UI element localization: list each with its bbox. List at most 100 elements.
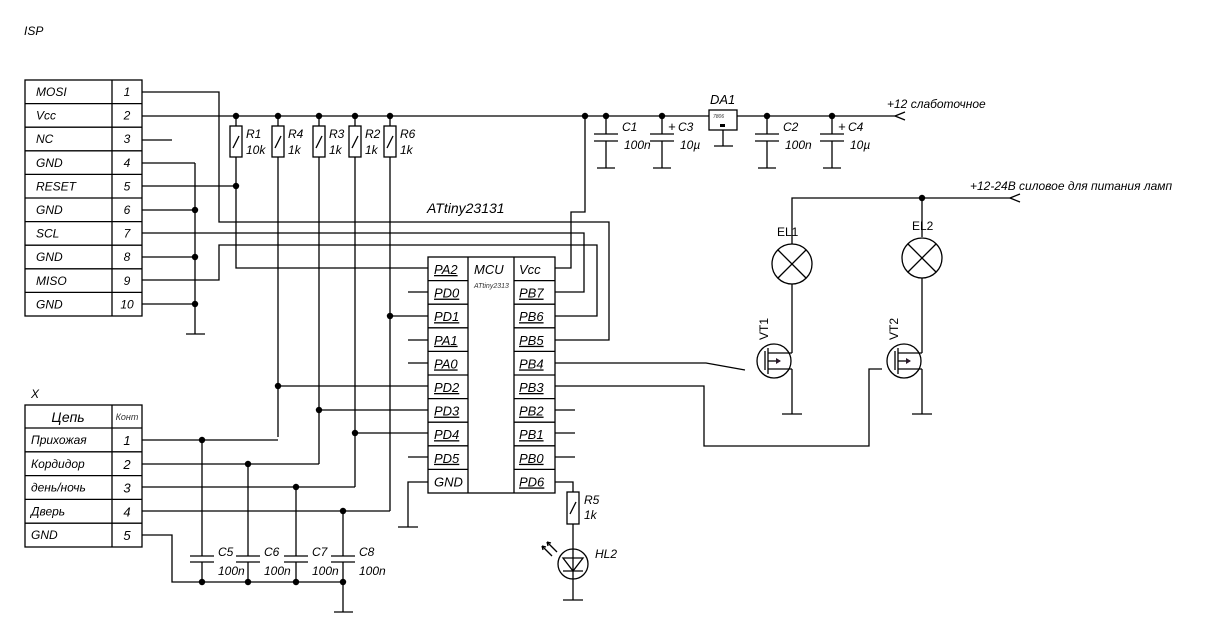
mcu-vcc-wire <box>555 116 586 269</box>
lamp-ref: EL1 <box>777 225 799 239</box>
mcu-pin-left: PD5 <box>434 451 460 466</box>
capacitor-value: 100n <box>218 564 245 578</box>
mcu-pin-right: PB5 <box>519 333 544 348</box>
junction-dot <box>232 112 240 120</box>
mcu-gnd-wire <box>407 481 428 527</box>
mcu-pin-right: PB0 <box>519 451 544 466</box>
capacitor-value: 100n <box>359 564 386 578</box>
lamp-el1: EL1 <box>771 225 813 285</box>
mcu-pin-left: PD4 <box>434 427 459 442</box>
capacitor-value: 100n <box>264 564 291 578</box>
isp-signal-name: GND <box>36 297 63 311</box>
regulator-da1: DA1 7806 <box>708 92 738 147</box>
x-header-contact: Конт <box>116 412 139 422</box>
polarity-plus-icon: + <box>838 119 846 134</box>
resistor-ref: R1 <box>246 127 261 141</box>
r5-value: 1k <box>584 508 598 522</box>
mcu-pin-left: PA0 <box>434 356 458 371</box>
lamp-el2: EL2 <box>901 219 943 279</box>
capacitor-ref: C3 <box>678 120 694 134</box>
mcu-pin-left: PA2 <box>434 262 458 277</box>
x-circuit-name: Прихожая <box>31 433 87 447</box>
junction-dot <box>339 507 347 515</box>
x-contact-number: 3 <box>123 481 131 496</box>
resistor-ref: R6 <box>400 127 416 141</box>
junction-dot <box>386 312 394 320</box>
isp-pin-number: 2 <box>123 109 131 123</box>
capacitor-value: 10µ <box>850 138 870 152</box>
mcu-pin-left: PA1 <box>434 333 458 348</box>
transistor-ref: VT1 <box>757 318 771 340</box>
da1-ref: DA1 <box>710 92 735 107</box>
junction-dot <box>918 194 926 202</box>
capacitor-value: 100n <box>312 564 339 578</box>
junction-dot <box>339 578 347 586</box>
junction-dot <box>315 112 323 120</box>
capacitor-c6: C6 100n <box>236 545 291 578</box>
capacitor-ref: C1 <box>622 120 637 134</box>
isp-pin-number: 10 <box>120 297 134 311</box>
junction-dot <box>763 112 771 120</box>
isp-signal-name: RESET <box>36 179 78 193</box>
resistor-value: 10k <box>246 143 266 157</box>
junction-dot <box>244 578 252 586</box>
junction-dot <box>386 112 394 120</box>
junction-dot <box>315 406 323 414</box>
junction-dot <box>602 112 610 120</box>
isp-pin-number: 4 <box>124 156 131 170</box>
junction-dot <box>191 253 199 261</box>
isp-pin-number: 6 <box>124 203 131 217</box>
capacitor-value: 100n <box>624 138 651 152</box>
x-contact-number: 2 <box>122 457 131 472</box>
da1-part: 7806 <box>713 114 724 120</box>
x-circuit-name: Кордидор <box>31 457 85 471</box>
junction-dot <box>658 112 666 120</box>
capacitor-ref: C6 <box>264 545 280 559</box>
resistor-ref: R3 <box>329 127 345 141</box>
x-header-circuit: Цепь <box>51 409 84 425</box>
mcu-pin-left: GND <box>434 474 463 489</box>
isp-signal-name: GND <box>36 250 63 264</box>
mcu-pin-left: PD1 <box>434 309 459 324</box>
pd6-wire <box>555 481 574 492</box>
isp-pin-number: 5 <box>124 179 131 193</box>
mcu-pin-right: PB1 <box>519 427 544 442</box>
mosfet-vt2: VT2 <box>886 318 922 379</box>
mosi-wire <box>142 91 610 341</box>
junction-dot <box>351 429 359 437</box>
x-circuit-name: GND <box>31 528 58 542</box>
polarity-plus-icon: + <box>668 119 676 134</box>
x-contact-number: 1 <box>123 433 130 448</box>
isp-signal-name: GND <box>36 156 63 170</box>
junction-dot <box>274 382 282 390</box>
mcu-part: ATtiny2313 <box>473 283 509 290</box>
isp-signal-name: NC <box>36 132 54 146</box>
isp-signal-name: MISO <box>36 274 67 288</box>
junction-dot <box>198 578 206 586</box>
light-arrow-icon <box>541 545 553 557</box>
resistor-value: 1k <box>329 143 343 157</box>
junction-dot <box>244 460 252 468</box>
resistor-ref: R4 <box>288 127 304 141</box>
mcu-pin-right: PB6 <box>519 309 544 324</box>
wires <box>142 91 1021 613</box>
x-contact-number: 5 <box>123 528 131 543</box>
lamp-supply-rail <box>791 197 1010 247</box>
x-circuit-name: Дверь <box>29 504 65 518</box>
junction-dot <box>292 483 300 491</box>
isp-title: ISP <box>24 24 43 38</box>
mcu-ref: MCU <box>474 262 504 277</box>
resistor-value: 1k <box>365 143 379 157</box>
junction-dot <box>191 300 199 308</box>
isp-pin-number: 1 <box>124 85 131 99</box>
isp-signal-name: MOSI <box>36 85 67 99</box>
x-gnd-wire <box>142 534 345 583</box>
